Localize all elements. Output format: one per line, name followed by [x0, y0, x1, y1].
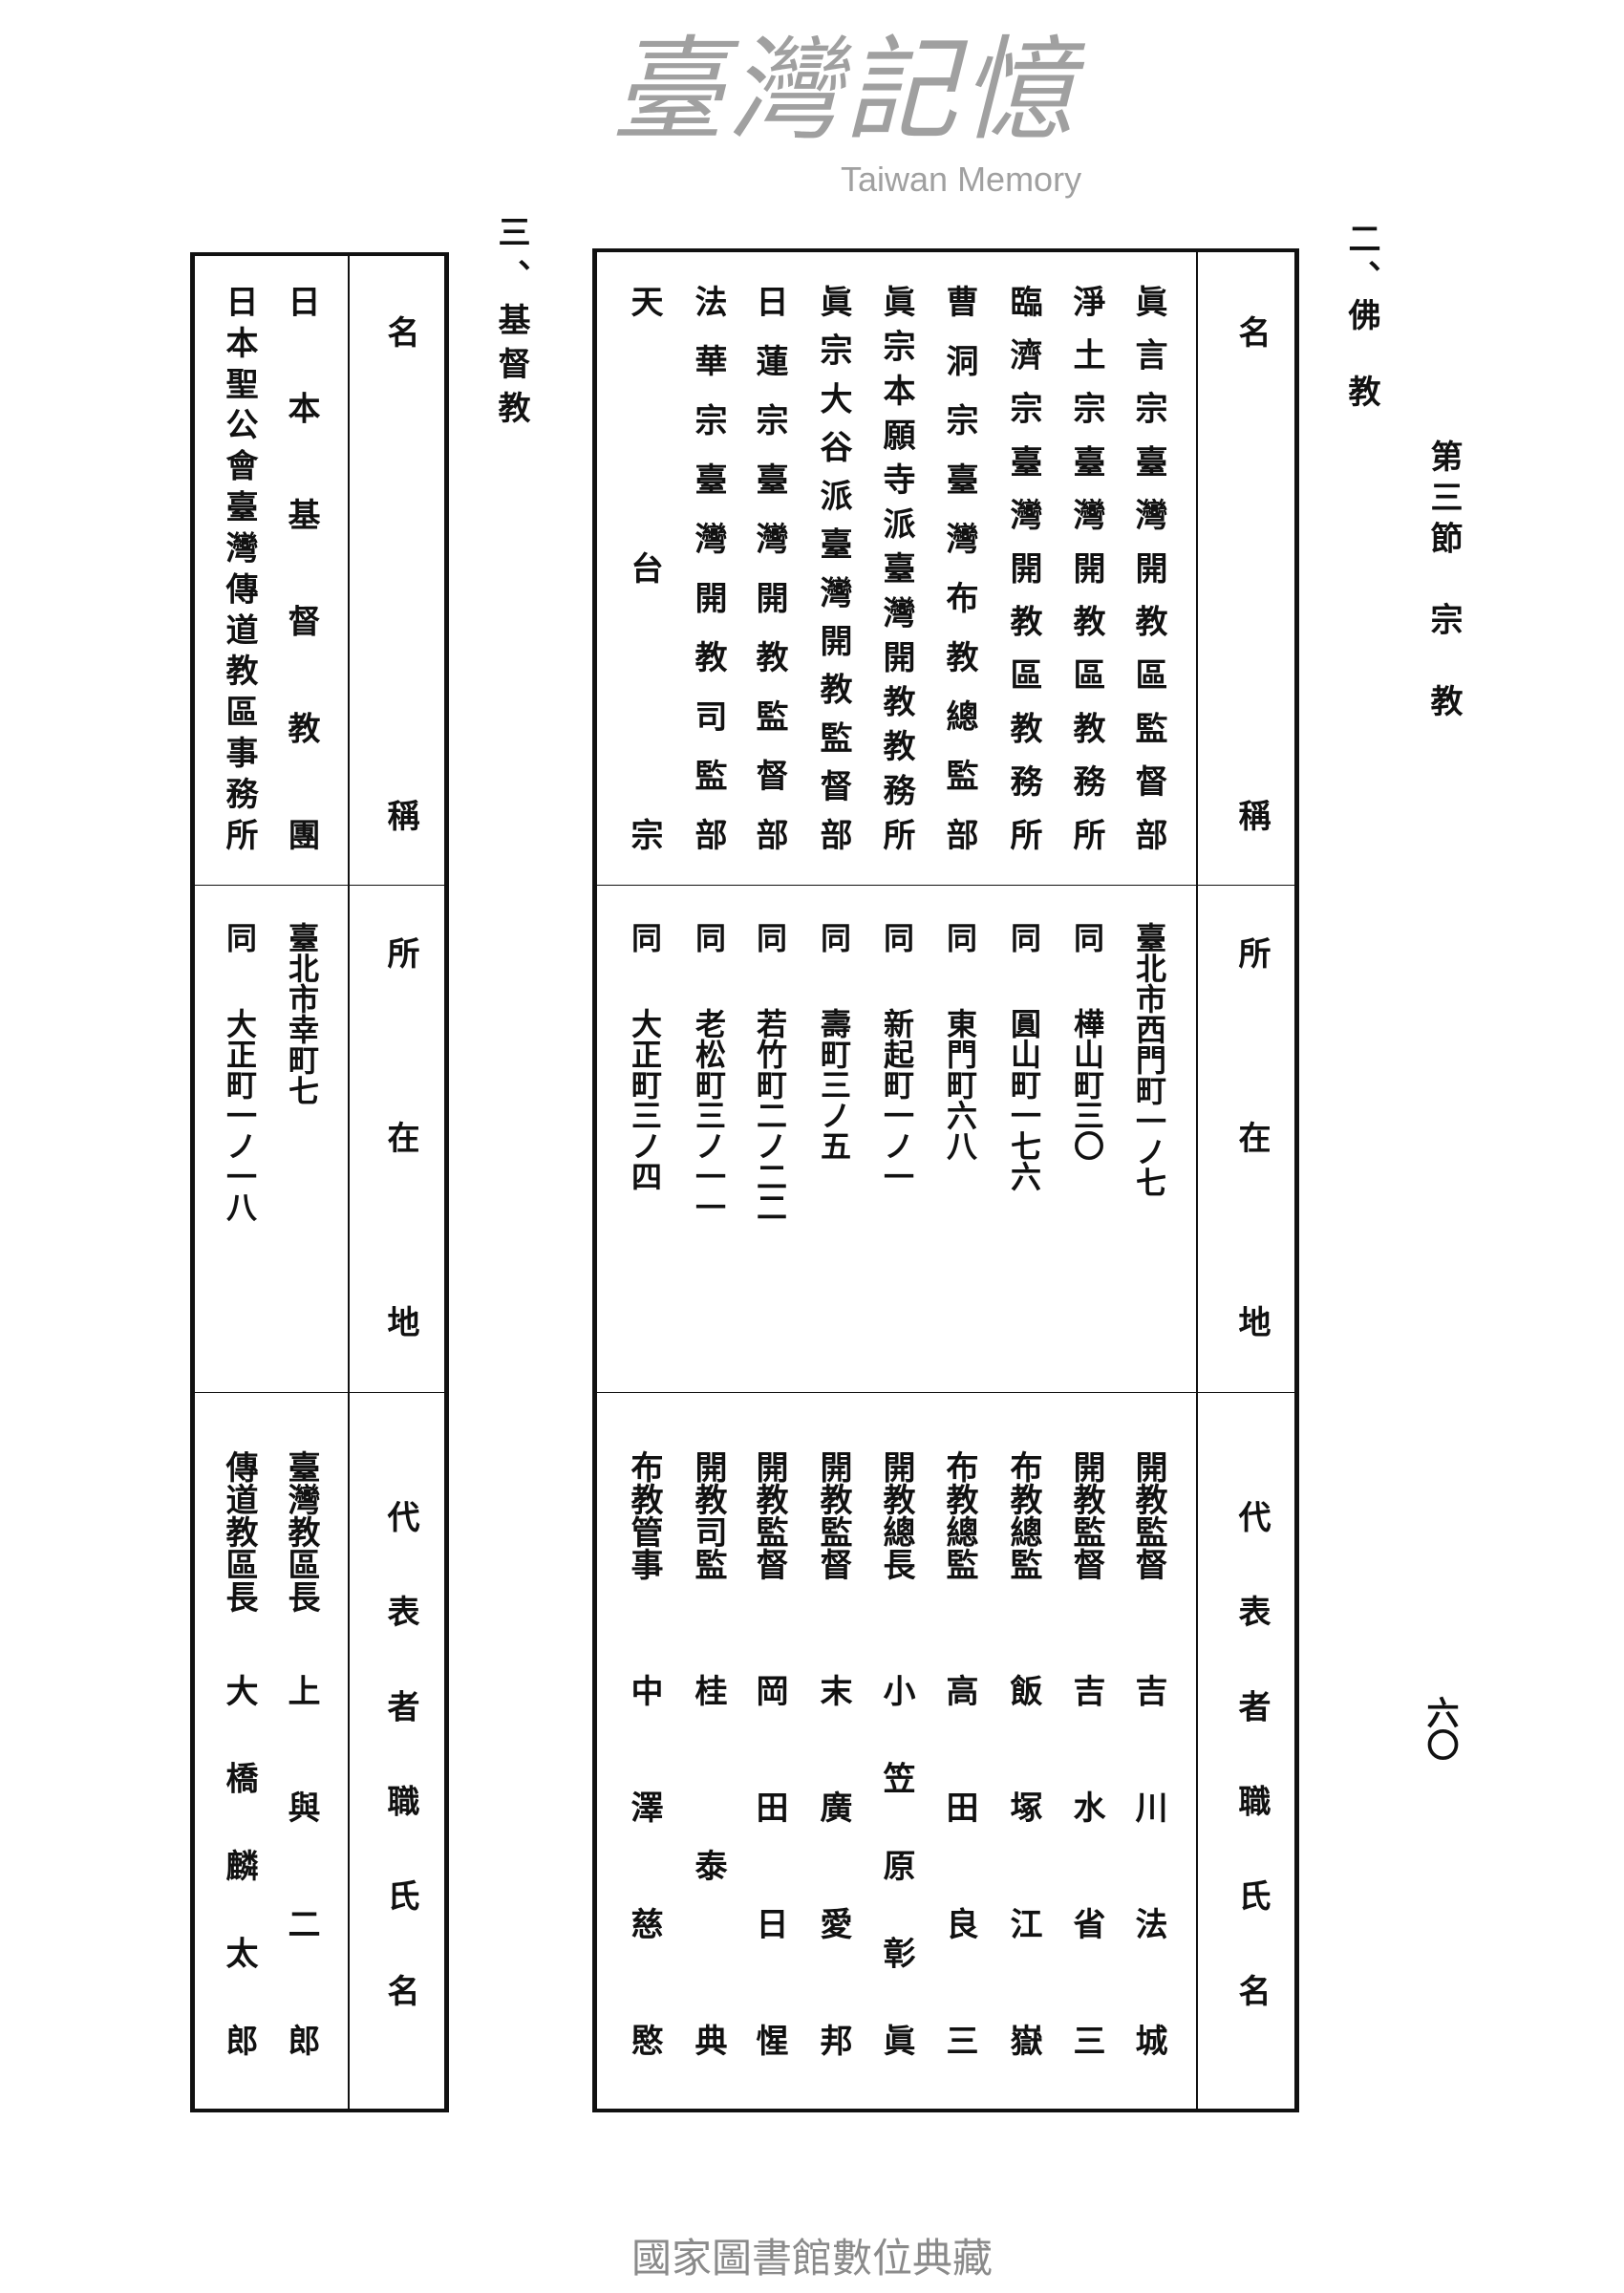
row-person: 吉水省三: [1067, 1674, 1105, 2056]
page-number: 六〇: [1421, 1696, 1459, 1761]
table-border: [592, 248, 1299, 252]
section-title-christianity: 三、基督教: [492, 215, 530, 435]
row-name: 眞言宗臺灣開教區監督部: [1129, 285, 1167, 850]
row-person: 桂泰典: [689, 1674, 727, 2056]
row-title: 臺灣教區長: [282, 1450, 320, 1613]
row-ditto: 同: [1069, 922, 1105, 953]
row-name: 日本基督教團: [282, 285, 320, 850]
table-divider: [1196, 248, 1198, 2112]
row-name: 天台宗: [625, 285, 663, 850]
table-border: [190, 252, 448, 256]
row-title: 布教總監: [940, 1450, 978, 1580]
table-border: [1294, 248, 1299, 2112]
table-border: [592, 2109, 1299, 2112]
row-ditto: 同: [752, 922, 788, 953]
header-location: 所在地: [381, 936, 419, 1338]
row-name: 淨土宗臺灣開教區教務所: [1067, 285, 1105, 850]
row-address: 老松町三ノ一一: [691, 1008, 727, 1222]
section-title-buddhism: 二、佛 教: [1342, 222, 1380, 413]
row-person: 飯塚江嶽: [1004, 1674, 1042, 2056]
table-divider: [190, 1392, 448, 1393]
row-address: 臺北市西門町一ノ七: [1131, 922, 1167, 1197]
watermark-logo: 臺灣記憶: [611, 24, 1079, 156]
row-title: 開教監督: [814, 1450, 852, 1580]
table-divider: [190, 885, 448, 886]
row-ditto: 同: [1006, 922, 1042, 953]
row-address: 壽町三ノ五: [816, 1008, 852, 1161]
row-title: 傳道教區長: [220, 1450, 258, 1613]
table-divider: [592, 1392, 1299, 1393]
row-name: 臨濟宗臺灣開教區教務所: [1004, 285, 1042, 850]
table-border: [592, 248, 597, 2112]
row-name: 眞宗大谷派臺灣開教監督部: [814, 285, 852, 850]
row-address: 樺山町三〇: [1069, 1008, 1105, 1161]
row-person: 岡田日惺: [750, 1674, 788, 2056]
footer-credit: 國家圖書館數位典藏: [630, 2235, 993, 2282]
header-name: 名稱: [1232, 315, 1271, 831]
table-border: [190, 252, 195, 2112]
header-location: 所在地: [1232, 936, 1271, 1338]
row-address: 若竹町二ノ二二: [752, 1008, 788, 1222]
row-ditto: 同: [942, 922, 978, 953]
row-person: 小笠原彰眞: [877, 1674, 915, 2056]
table-divider: [592, 885, 1299, 886]
row-name: 眞宗本願寺派臺灣開教教務所: [877, 285, 915, 850]
watermark-logo-en: Taiwan Memory: [841, 160, 1082, 199]
row-name: 日蓮宗臺灣開教監督部: [750, 285, 788, 850]
row-name: 曹洞宗臺灣布教總監部: [940, 285, 978, 850]
row-title: 開教總長: [877, 1450, 915, 1580]
row-address: 新起町一ノ一: [879, 1008, 915, 1191]
row-title: 開教監督: [1129, 1450, 1167, 1580]
row-name: 日本聖公會臺灣傳道教區事務所: [220, 285, 258, 850]
table-divider: [348, 252, 350, 2112]
row-person: 高田良三: [940, 1674, 978, 2056]
row-title: 開教司監: [689, 1450, 727, 1580]
row-ditto: 同: [816, 922, 852, 953]
row-title: 開教監督: [1067, 1450, 1105, 1580]
row-person: 吉川法城: [1129, 1674, 1167, 2056]
row-ditto: 同: [627, 922, 663, 953]
header-name: 名稱: [381, 315, 419, 831]
row-person: 中澤慈愍: [625, 1674, 663, 2056]
row-person: 上與二郎: [282, 1674, 320, 2056]
chapter-heading: 第三節 宗 教: [1424, 439, 1463, 717]
row-title: 開教監督: [750, 1450, 788, 1580]
row-address: 臺北市幸町七: [284, 922, 320, 1105]
row-address: 大正町一ノ一八: [222, 1008, 258, 1222]
row-title: 布教管事: [625, 1450, 663, 1580]
row-name: 法華宗臺灣開教司監部: [689, 285, 727, 850]
row-address: 大正町三ノ四: [627, 1008, 663, 1191]
table-border: [444, 252, 449, 2112]
row-ditto: 同: [691, 922, 727, 953]
row-ditto: 同: [222, 922, 258, 953]
header-representative: 代表者職氏名: [1232, 1500, 1271, 2006]
row-person: 末廣愛邦: [814, 1674, 852, 2056]
row-address: 圓山町一七六: [1006, 1008, 1042, 1191]
row-person: 大橋麟太郎: [220, 1674, 258, 2056]
header-representative: 代表者職氏名: [381, 1500, 419, 2006]
row-address: 東門町六八: [942, 1008, 978, 1161]
row-ditto: 同: [879, 922, 915, 953]
row-title: 布教總監: [1004, 1450, 1042, 1580]
table-border: [190, 2109, 448, 2112]
